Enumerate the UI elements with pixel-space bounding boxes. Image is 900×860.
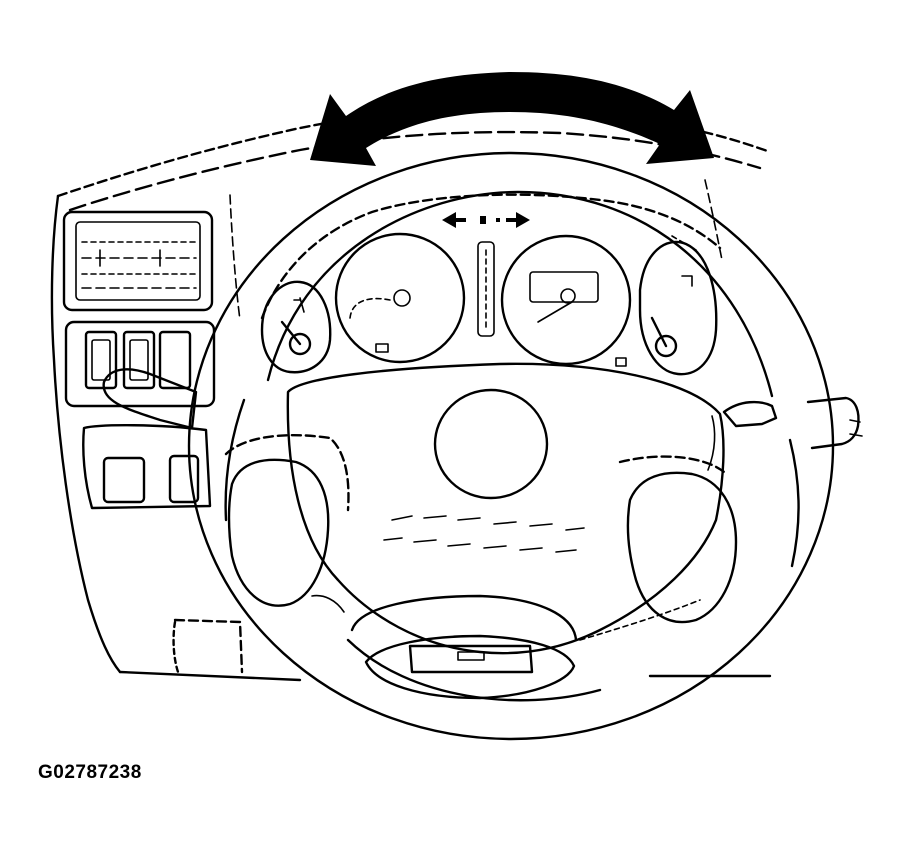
turn-left-icon	[442, 212, 466, 228]
right-stalk-lever	[722, 396, 863, 450]
steering-wheel	[187, 151, 835, 741]
dashboard	[50, 106, 772, 682]
figure-id-label: G02787238	[38, 762, 142, 783]
rotation-arrow-icon	[310, 72, 714, 166]
turn-right-icon	[506, 212, 530, 228]
instrument-cluster	[260, 193, 722, 376]
airbag-marking	[383, 515, 585, 553]
left-switch-cluster	[64, 320, 216, 430]
left-air-vent	[62, 210, 214, 312]
lower-left-switch-panel	[82, 424, 212, 510]
